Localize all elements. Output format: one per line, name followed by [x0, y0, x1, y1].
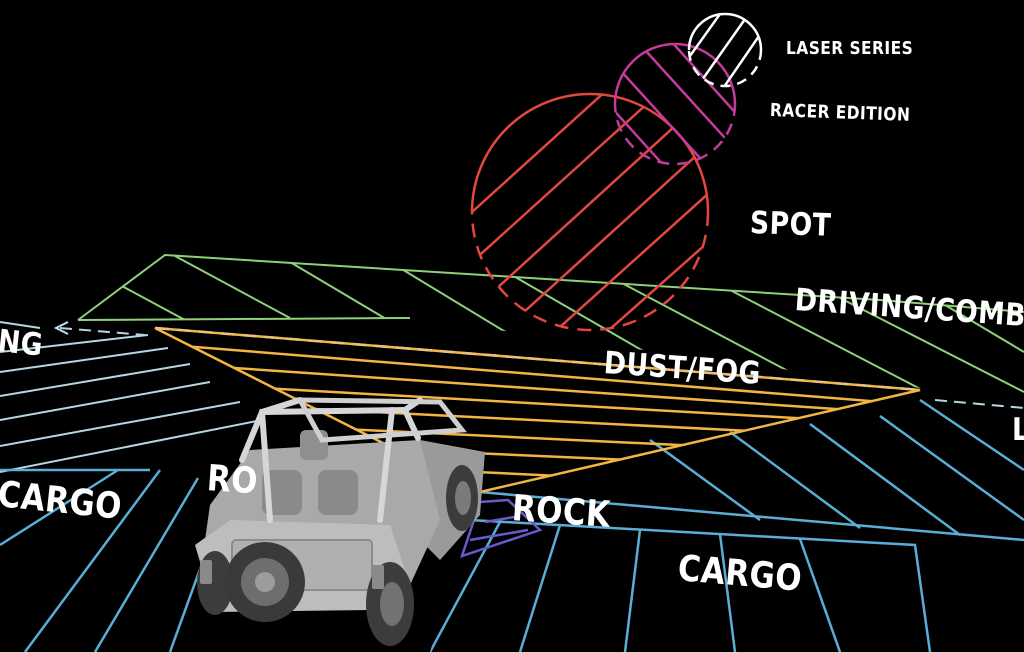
driving-outline	[77, 253, 1024, 321]
cargo-grid-line	[729, 430, 861, 530]
cargo-grid-line	[649, 438, 761, 522]
dust-fog-grid-line	[169, 343, 920, 407]
cargo-grid-line	[919, 398, 1024, 472]
spot-hatch-line	[472, 94, 708, 330]
ditch-grid-line	[0, 334, 149, 353]
cargo-grid-line	[93, 477, 200, 652]
ditch-grid-line	[0, 419, 263, 473]
label-spot: SPOT	[749, 205, 832, 244]
ditch-grid-line	[0, 347, 169, 373]
spot-hatch-line	[489, 164, 708, 330]
spot-hatch-line	[472, 124, 708, 330]
laser-hatch-line	[713, 19, 761, 86]
cargo-grid-line	[430, 521, 502, 652]
cargo-grid-line	[623, 529, 642, 652]
dust-fog-dashed-line	[154, 326, 921, 392]
spot-beam-pattern	[470, 92, 710, 332]
offroad-jeep-icon	[195, 397, 485, 646]
ditch-grid-line	[0, 321, 41, 329]
driving-grid-line	[839, 297, 1024, 393]
racer-hatch-line	[669, 44, 735, 141]
spot-hatch-line	[472, 94, 641, 251]
spot-hatch-line	[472, 94, 691, 301]
racer-dashed-outline	[613, 103, 737, 166]
spot-dashed-outline	[470, 211, 710, 332]
driving-grid-line	[729, 289, 931, 395]
cargo-grid-line	[479, 490, 1024, 542]
racer-hatch-line	[615, 94, 696, 164]
driving-outline	[77, 317, 411, 321]
rock-light-pattern	[460, 498, 543, 558]
laser-hatch-line	[693, 14, 757, 86]
ditch-grid-line	[0, 381, 211, 421]
cargo-grid-line	[718, 533, 737, 652]
ditch-pattern-grid	[0, 321, 1024, 473]
ditch-grid-line	[0, 401, 241, 447]
cargo-grid-line	[879, 414, 1024, 522]
laser-hatch-line	[689, 14, 706, 46]
label-rock-partial: RO	[205, 458, 260, 503]
label-right-edge-partial: L	[1012, 412, 1024, 448]
spot-hatch-line	[529, 204, 708, 330]
cargo-grid-line	[0, 468, 119, 547]
racer-outline	[613, 42, 737, 105]
cargo-grid-line	[798, 538, 842, 652]
racer-edition-pattern	[613, 42, 737, 166]
laser-series-pattern	[687, 12, 763, 88]
label-laser-series: LASER SERIES	[786, 38, 914, 59]
label-ditch-partial: NG	[0, 323, 45, 364]
driving-combo-pattern	[77, 253, 1024, 395]
dust-fog-grid-line	[189, 363, 881, 414]
laser-outline	[687, 12, 763, 51]
dust-fog-grid-line	[209, 383, 831, 422]
ditch-dashed-line	[934, 399, 1024, 409]
driving-grid-line	[119, 284, 186, 321]
cargo-grid-line	[23, 469, 162, 652]
ditch-grid-line	[0, 363, 191, 397]
rock-grid-line	[484, 514, 521, 524]
driving-grid-line	[174, 255, 291, 319]
label-rock: ROCK	[510, 488, 612, 536]
ditch-dashed-line	[59, 327, 146, 336]
ditch-arrow-icon	[53, 321, 69, 335]
spot-outline	[470, 92, 710, 213]
driving-grid-line	[939, 301, 1024, 353]
cargo-outline	[469, 518, 932, 652]
laser-dashed-outline	[687, 49, 763, 88]
rock-outline	[460, 498, 543, 558]
laser-hatch-line	[689, 14, 732, 71]
cargo-grid-line	[518, 524, 562, 652]
rock-grid-line	[469, 528, 529, 542]
cargo-grid-line	[809, 422, 961, 537]
